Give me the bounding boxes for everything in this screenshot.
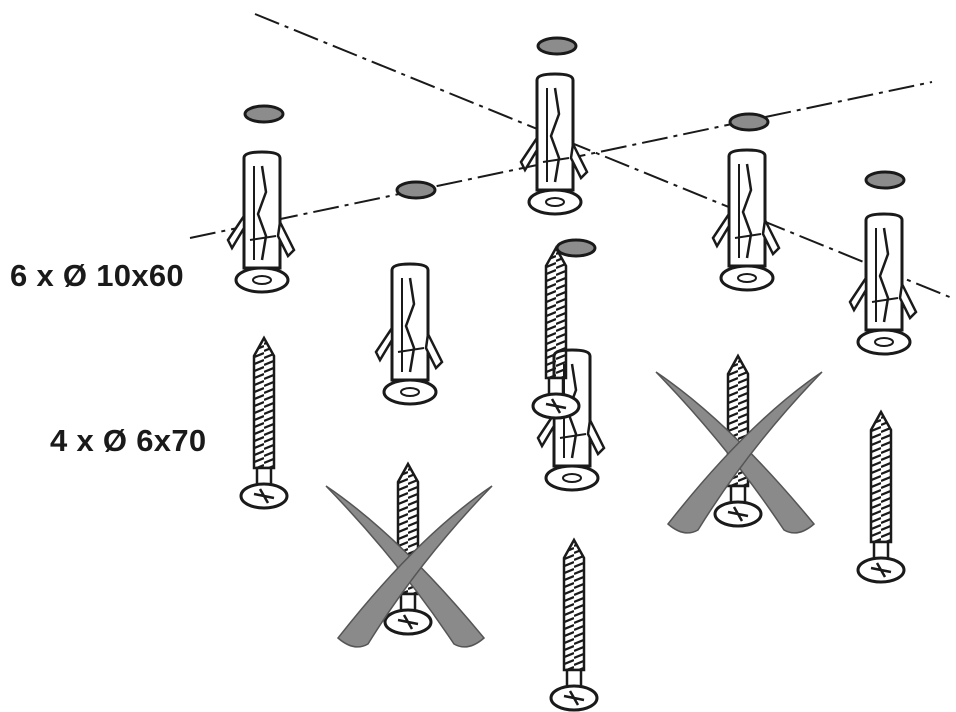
drill-hole-icon <box>536 36 578 56</box>
drill-hole-icon <box>243 104 285 124</box>
wall-plug-icon <box>848 212 918 356</box>
drill-hole-icon <box>395 180 437 200</box>
screw-icon <box>856 410 906 584</box>
screw-icon <box>239 336 289 510</box>
wall-plug-icon <box>226 150 296 294</box>
anchor-quantity-label: 6 x Ø 10x60 <box>10 258 184 293</box>
centre-line-diagonal <box>254 13 953 299</box>
screw-quantity-label: 4 x Ø 6x70 <box>50 423 207 458</box>
drill-hole-icon <box>864 170 906 190</box>
wall-plug-icon <box>519 72 589 216</box>
drill-hole-icon <box>728 112 770 132</box>
wall-plug-icon <box>711 148 781 292</box>
wall-plug-icon <box>374 262 444 406</box>
screw-icon <box>549 538 599 712</box>
drill-hole-icon <box>555 238 597 258</box>
